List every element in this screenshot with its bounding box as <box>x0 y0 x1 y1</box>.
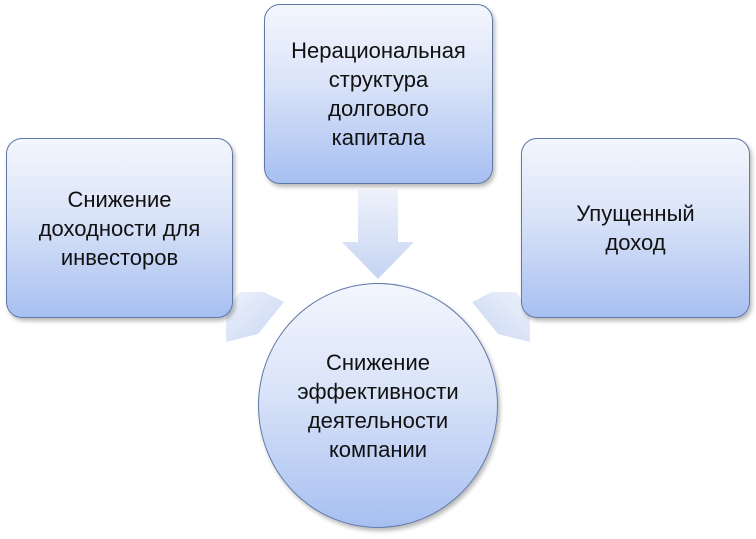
node-company-efficiency-decrease-label: Снижение эффективности деятельности комп… <box>297 349 459 462</box>
node-lost-income: Упущенный доход <box>521 138 750 318</box>
node-lost-income-label: Упущенный доход <box>576 201 695 255</box>
node-irrational-debt-structure-label: Нерациональная структура долгового капит… <box>291 38 466 150</box>
arrow-right-to-center <box>472 292 530 342</box>
node-investor-yield-decrease-label: Снижение доходности для инвесторов <box>38 186 201 270</box>
node-irrational-debt-structure: Нерациональная структура долгового капит… <box>264 4 493 184</box>
arrow-top-to-center <box>342 190 414 279</box>
node-investor-yield-decrease: Снижение доходности для инвесторов <box>6 138 233 318</box>
node-company-efficiency-decrease: Снижение эффективности деятельности комп… <box>258 283 498 528</box>
arrow-left-to-center <box>226 292 284 342</box>
